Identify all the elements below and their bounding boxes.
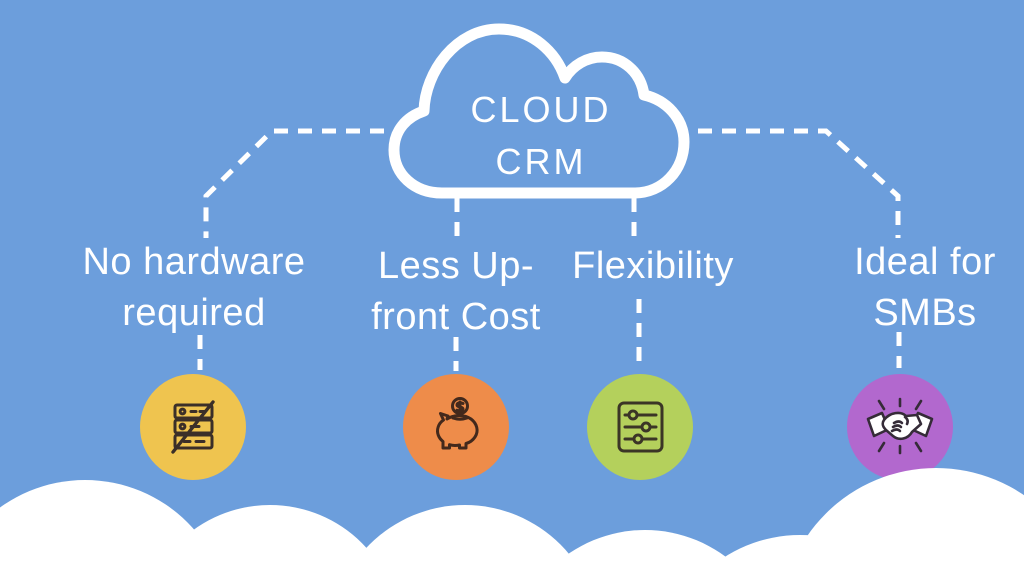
cloud-title: CLOUD CRM [378,84,704,188]
benefit-circle-no-hardware [140,374,246,480]
handshake-icon [866,397,934,455]
label-ideal-smbs-line1: Ideal for [854,241,996,283]
connector-left [203,128,384,238]
benefit-circle-less-upfront [403,374,509,480]
connector-right [698,128,901,238]
label-ideal-smbs-line2: SMBs [873,292,977,334]
benefit-circle-ideal-smbs [847,374,953,480]
label-less-upfront-line1: Less Up- [377,245,535,287]
piggy-bank-icon [436,397,479,450]
label-no-hardware-line2: required [122,292,266,334]
cloud-outline-icon [388,23,690,199]
label-less-upfront-line2: front Cost [371,296,541,338]
cloud-title-line2: CRM [495,141,587,182]
label-flexibility-line1: Flexibility [572,245,734,287]
server-crossed-icon [171,400,215,454]
label-flexibility: Flexibility [493,241,813,292]
label-less-upfront: Less Up- front Cost [296,241,616,343]
label-no-hardware: No hardware required [34,237,354,339]
benefit-circle-flexibility [587,374,693,480]
cloud-title-line1: CLOUD [470,89,612,130]
label-ideal-smbs: Ideal for SMBs [765,237,1024,339]
sliders-icon [617,401,664,453]
bottom-cloud [780,468,1024,576]
label-no-hardware-line1: No hardware [82,241,306,283]
